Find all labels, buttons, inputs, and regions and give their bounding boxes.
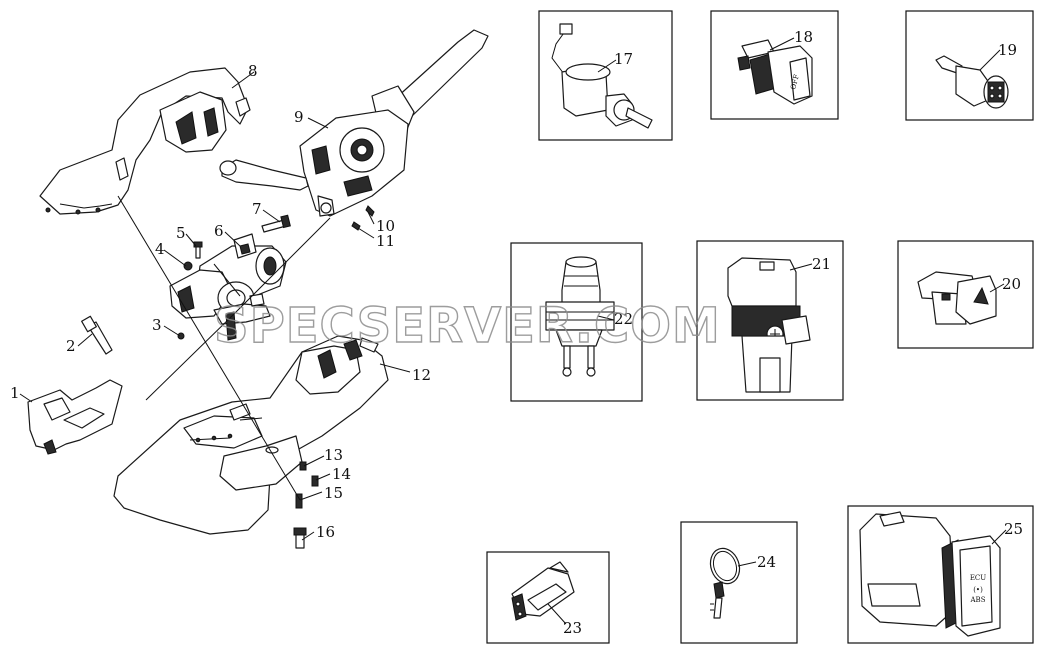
lever-stalk <box>219 159 309 191</box>
label-3: 3 <box>152 316 162 334</box>
label-13: 13 <box>324 446 343 464</box>
connector-part-19 <box>905 10 1034 121</box>
label-14: 14 <box>332 465 351 483</box>
upper-shroud-part-8 <box>39 67 251 215</box>
off-text: OFF <box>789 73 801 90</box>
leader-lines <box>19 37 1007 625</box>
pressure-switch-part-22 <box>510 242 643 402</box>
label-21: 21 <box>812 255 831 273</box>
label-8: 8 <box>248 62 258 80</box>
assembly-lines <box>117 195 331 501</box>
mark-text: (•) <box>973 586 983 594</box>
label-10: 10 <box>376 217 395 235</box>
screw-part-10 <box>365 205 375 217</box>
washer-part-4 <box>183 261 193 271</box>
label-5: 5 <box>176 224 186 242</box>
bolt-part-7 <box>261 214 291 233</box>
label-23: 23 <box>563 619 582 637</box>
ecu-text: ECU <box>970 574 986 582</box>
key-ring-part-24 <box>680 521 798 644</box>
label-4: 4 <box>155 240 165 258</box>
screw-part-16 <box>293 527 307 549</box>
switch-part-18: OFF <box>710 10 839 120</box>
label-17: 17 <box>614 50 633 68</box>
sensor-part-17 <box>538 10 673 141</box>
screw-part-15 <box>295 493 303 509</box>
label-6: 6 <box>214 222 224 240</box>
label-1: 1 <box>10 384 20 402</box>
bracket-part-1 <box>27 379 123 455</box>
label-15: 15 <box>324 484 343 502</box>
label-25: 25 <box>1004 520 1023 538</box>
label-2: 2 <box>66 337 76 355</box>
callout-labels: 1 2 3 4 5 6 7 8 9 10 11 12 13 14 15 16 1… <box>10 28 1023 637</box>
bolt-part-5 <box>193 241 203 259</box>
abs-switch-part-25: ECU (•) ABS <box>847 505 1034 644</box>
label-16: 16 <box>316 523 335 541</box>
bolt-part-2 <box>81 315 113 355</box>
screw-part-14 <box>311 475 319 487</box>
label-11: 11 <box>376 232 395 250</box>
label-22: 22 <box>614 310 633 328</box>
label-24: 24 <box>757 553 776 571</box>
label-9: 9 <box>294 108 304 126</box>
label-19: 19 <box>998 41 1017 59</box>
hazard-switch-part-20 <box>897 240 1034 349</box>
relay-switch-part-21 <box>696 240 844 401</box>
combination-switch-part-9 <box>299 29 489 217</box>
screw-part-13 <box>299 461 307 471</box>
abs-text: ABS <box>970 596 986 604</box>
label-7: 7 <box>252 200 262 218</box>
label-20: 20 <box>1002 275 1021 293</box>
label-12: 12 <box>412 366 431 384</box>
watermark: SPECSERVER.COM <box>214 298 721 354</box>
label-18: 18 <box>794 28 813 46</box>
bracket-part-23 <box>486 551 610 644</box>
lower-shroud-part-12 <box>113 335 389 535</box>
